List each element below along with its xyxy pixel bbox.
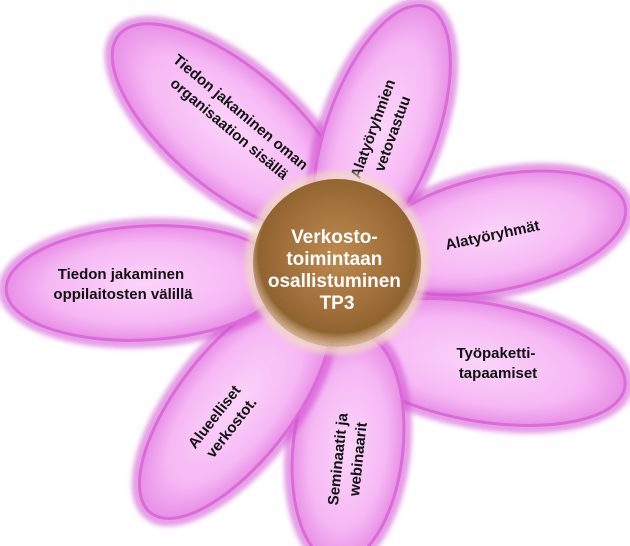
flower-center: Verkosto- toimintaan osallistuminen TP3 bbox=[245, 171, 429, 355]
